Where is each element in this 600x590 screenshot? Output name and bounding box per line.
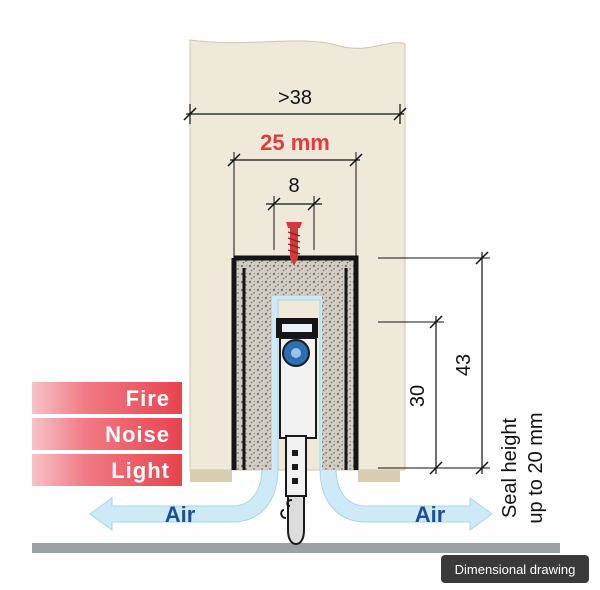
fire-label: Fire — [126, 386, 170, 411]
outer-width-label: >38 — [278, 87, 312, 109]
noise-label: Noise — [105, 422, 170, 447]
seal-housing — [231, 255, 359, 470]
dimension-outer-width: >38 — [183, 87, 407, 124]
dimension-inner-height: 30 — [378, 315, 444, 475]
screw-icon — [286, 222, 302, 266]
floor — [32, 543, 560, 553]
door-foot-right — [358, 470, 400, 482]
seal-height-line1: Seal height — [499, 418, 521, 519]
dimension-channel-width: 25 mm — [227, 130, 363, 258]
light-tag — [32, 454, 182, 486]
seal-height-line2: up to 20 mm — [525, 412, 547, 523]
dimension-fixing-width: 8 — [266, 175, 322, 250]
channel-width-label: 25 mm — [260, 130, 330, 155]
caption-badge: Dimensional drawing — [441, 555, 589, 583]
fire-tag — [32, 382, 182, 414]
inner-height-label: 30 — [407, 385, 429, 407]
door-foot-left — [190, 470, 232, 482]
total-height-label: 43 — [453, 354, 475, 376]
protection-tags: Fire Noise Light — [32, 382, 182, 486]
air-label-right: Air — [415, 502, 446, 527]
seal-height-note: Seal height up to 20 mm — [499, 412, 547, 523]
seal-mechanism — [276, 318, 318, 546]
air-label-left: Air — [165, 502, 196, 527]
dimension-total-height: 43 — [378, 251, 490, 475]
noise-tag — [32, 418, 182, 450]
light-label: Light — [111, 458, 170, 483]
fixing-width-label: 8 — [288, 175, 299, 197]
